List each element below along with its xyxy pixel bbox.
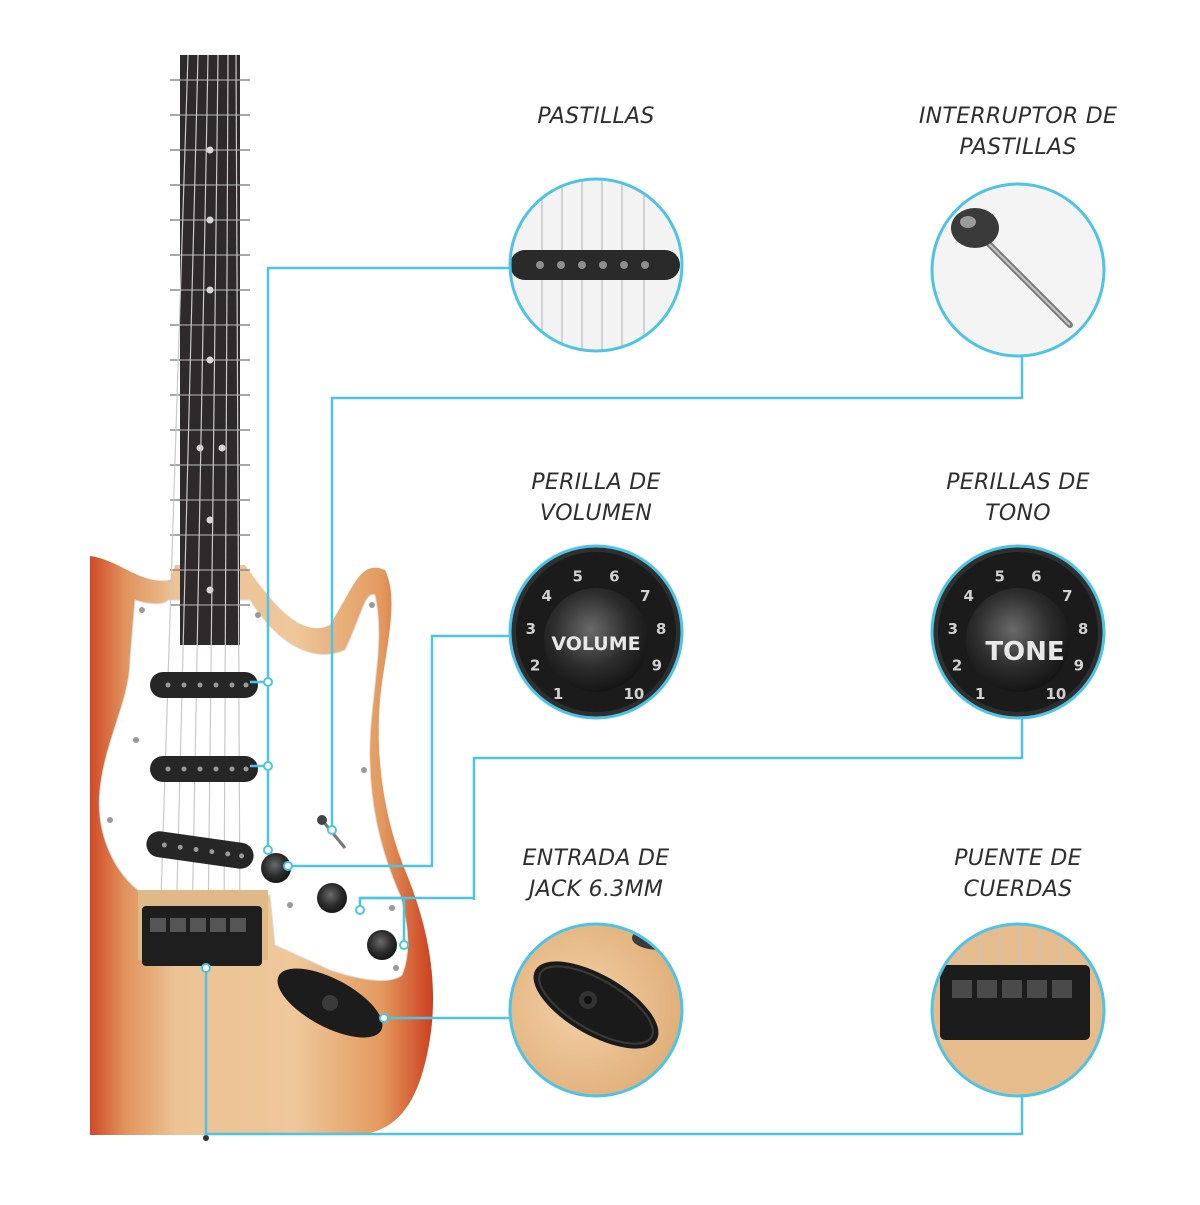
- knob-scale-numeral: 10: [623, 685, 644, 703]
- jack-plate: [277, 968, 383, 1038]
- knob-scale-numeral: 7: [640, 587, 650, 605]
- pickup-bridge: [146, 831, 254, 869]
- knob-scale-numeral: 3: [948, 620, 958, 638]
- knob-scale-numeral: 10: [1045, 685, 1066, 703]
- label-pickup-switch-line1: INTERRUPTOR DE: [918, 104, 1118, 129]
- knob-scale-numeral: 1: [975, 685, 985, 703]
- label-pickups-line1: PASTILLAS: [537, 104, 655, 129]
- knob-volume: [261, 853, 291, 883]
- knob-scale-numeral: 2: [952, 657, 962, 675]
- knob-tone-1: [317, 883, 347, 913]
- label-pickups: PASTILLAS: [466, 101, 726, 132]
- callout-line-volume: [288, 634, 510, 868]
- pickup-neck: [150, 672, 258, 698]
- pickguard-screws: [107, 602, 399, 971]
- callout-lines: [204, 266, 1024, 1136]
- knob-scale-numeral: 5: [572, 568, 582, 586]
- knob-scale-numeral: 8: [1078, 620, 1088, 638]
- label-volume-knob-line2: VOLUMEN: [539, 501, 653, 526]
- knob-scale-numeral: 8: [656, 620, 666, 638]
- detail-pickups: [508, 177, 684, 353]
- label-string-bridge-line2: CUERDAS: [963, 877, 1073, 902]
- knob-scale-numeral: 4: [963, 587, 973, 605]
- detail-pickup-switch: [930, 182, 1106, 358]
- knob-scale-numeral: 1: [553, 685, 563, 703]
- label-string-bridge: PUENTE DE CUERDAS: [888, 843, 1148, 905]
- knob-scale-numeral: 6: [1031, 568, 1041, 586]
- label-tone-knobs-line1: PERILLAS DE: [946, 470, 1090, 495]
- label-volume-knob: PERILLA DE VOLUMEN: [466, 467, 726, 529]
- label-volume-knob-line1: PERILLA DE: [531, 470, 661, 495]
- knob-scale-numeral: 5: [994, 568, 1004, 586]
- bridge: [138, 890, 268, 966]
- callout-line-switch: [330, 356, 1024, 830]
- callout-line-bridge: [204, 968, 1024, 1136]
- knob-scale-numeral: 6: [609, 568, 619, 586]
- knob-scale-numeral: 7: [1062, 587, 1072, 605]
- knob-scale-numeral: 9: [1074, 657, 1084, 675]
- guitar-illustration: [90, 54, 434, 1141]
- label-string-bridge-line1: PUENTE DE: [954, 846, 1082, 871]
- callout-line-tone: [358, 718, 1024, 910]
- label-jack-input: ENTRADA DE JACK 6.3MM: [466, 843, 726, 905]
- callout-line-pickups: [266, 266, 510, 850]
- knob-scale-numeral: 2: [530, 657, 540, 675]
- label-pickup-switch: INTERRUPTOR DE PASTILLAS: [888, 101, 1148, 163]
- tone-knob-text: TONE: [985, 637, 1064, 667]
- detail-string-bridge: [930, 922, 1106, 1098]
- volume-knob-text: VOLUME: [551, 633, 640, 655]
- strings: [159, 54, 241, 931]
- knob-tone-2: [367, 930, 397, 960]
- knob-scale-numeral: 3: [526, 620, 536, 638]
- knob-scale-numeral: 4: [541, 587, 551, 605]
- label-tone-knobs-line2: TONO: [985, 501, 1051, 526]
- detail-jack-input: [508, 922, 684, 1098]
- knob-scale-numeral: 9: [652, 657, 662, 675]
- label-tone-knobs: PERILLAS DE TONO: [888, 467, 1148, 529]
- callout-dots: [201, 677, 409, 1023]
- label-jack-input-line2: JACK 6.3MM: [528, 877, 664, 902]
- fretboard: [180, 55, 240, 645]
- pickup-middle: [150, 756, 258, 782]
- label-jack-input-line1: ENTRADA DE: [522, 846, 670, 871]
- label-pickup-switch-line2: PASTILLAS: [959, 135, 1077, 160]
